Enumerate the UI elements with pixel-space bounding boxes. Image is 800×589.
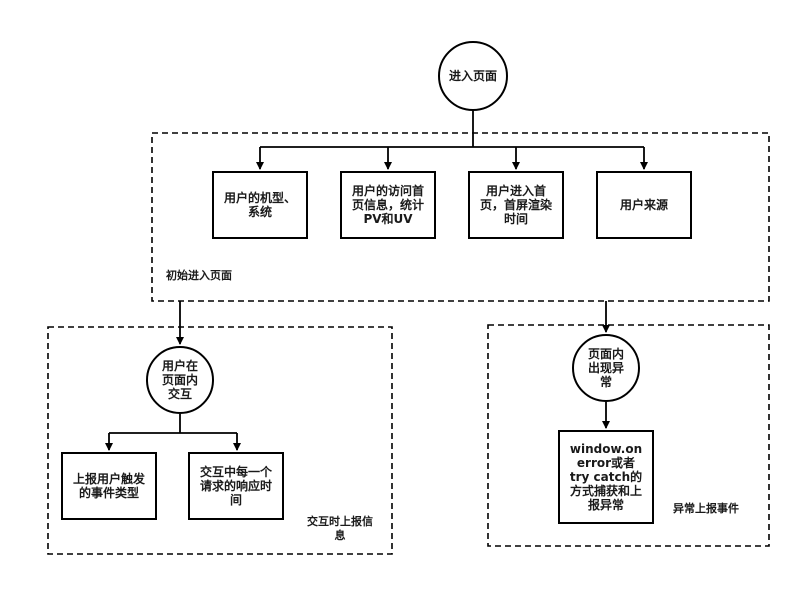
label-line: 出现异: [588, 360, 624, 375]
node-device: 用户的机型、系统: [212, 171, 308, 239]
label-line: 进入页面: [449, 68, 497, 83]
node-first-paint: 用户进入首页，首屏渲染时间: [468, 171, 564, 239]
group-initial-label: 初始进入页面: [166, 268, 232, 282]
node-device-label: 用户的机型、系统: [223, 190, 296, 219]
node-interact-label: 用户在页面内交互: [161, 358, 198, 401]
node-report-event-label: 上报用户触发的事件类型: [73, 471, 146, 500]
label-line: 间: [230, 492, 242, 507]
label-line: 交互时上报信: [307, 514, 373, 528]
label-line: 用户在: [161, 358, 198, 373]
node-response-time-label: 交互中每一个请求的响应时间: [200, 464, 273, 507]
label-line: 交互: [168, 386, 192, 401]
label-line: 上报用户触发: [73, 471, 146, 486]
label-line: 方式捕获和上: [570, 483, 642, 498]
label-line: 页面内: [162, 372, 198, 387]
label-line: 时间: [504, 211, 528, 226]
label-line: 页面内: [588, 346, 624, 361]
label-line: 用户的访问首: [351, 183, 424, 198]
node-report-event: 上报用户触发的事件类型: [61, 452, 157, 520]
node-first-paint-label: 用户进入首页，首屏渲染时间: [480, 183, 553, 226]
label-line: 息: [335, 528, 346, 542]
label-line: 常: [600, 374, 612, 389]
label-line: try catch的: [570, 469, 642, 484]
label-line: 请求的响应时: [200, 478, 272, 493]
node-enter-page: 进入页面: [438, 41, 508, 111]
edges: [105, 109, 648, 451]
label-line: 用户来源: [619, 197, 668, 212]
label-line: 系统: [248, 204, 272, 219]
label-line: 页信息，统计: [352, 197, 424, 212]
label-line: error或者: [577, 455, 635, 470]
node-exception-occurs-label: 页面内出现异常: [588, 346, 624, 389]
group-initial-frame: [151, 132, 770, 302]
label-line: 的事件类型: [79, 485, 139, 500]
node-source-label: 用户来源: [619, 197, 668, 212]
node-response-time: 交互中每一个请求的响应时间: [188, 452, 284, 520]
group-interaction-frame: [47, 326, 393, 555]
label-line: PV和UV: [363, 211, 413, 226]
label-line: 用户的机型、: [223, 190, 296, 205]
node-enter-page-label: 进入页面: [449, 68, 497, 83]
label-line: 用户进入首: [485, 183, 546, 198]
label-line: 报异常: [588, 497, 624, 512]
node-interact: 用户在页面内交互: [146, 346, 214, 414]
node-exception-occurs: 页面内出现异常: [572, 334, 640, 402]
label-line: 交互中每一个: [200, 464, 273, 479]
label-line: window.on: [570, 442, 642, 456]
node-source: 用户来源: [596, 171, 692, 239]
label-line: 页，首屏渲染: [480, 197, 553, 212]
group-exception-label: 异常上报事件: [673, 501, 739, 515]
group-interaction-label: 交互时上报信息: [307, 514, 373, 542]
group-exception-frame: [487, 324, 770, 547]
